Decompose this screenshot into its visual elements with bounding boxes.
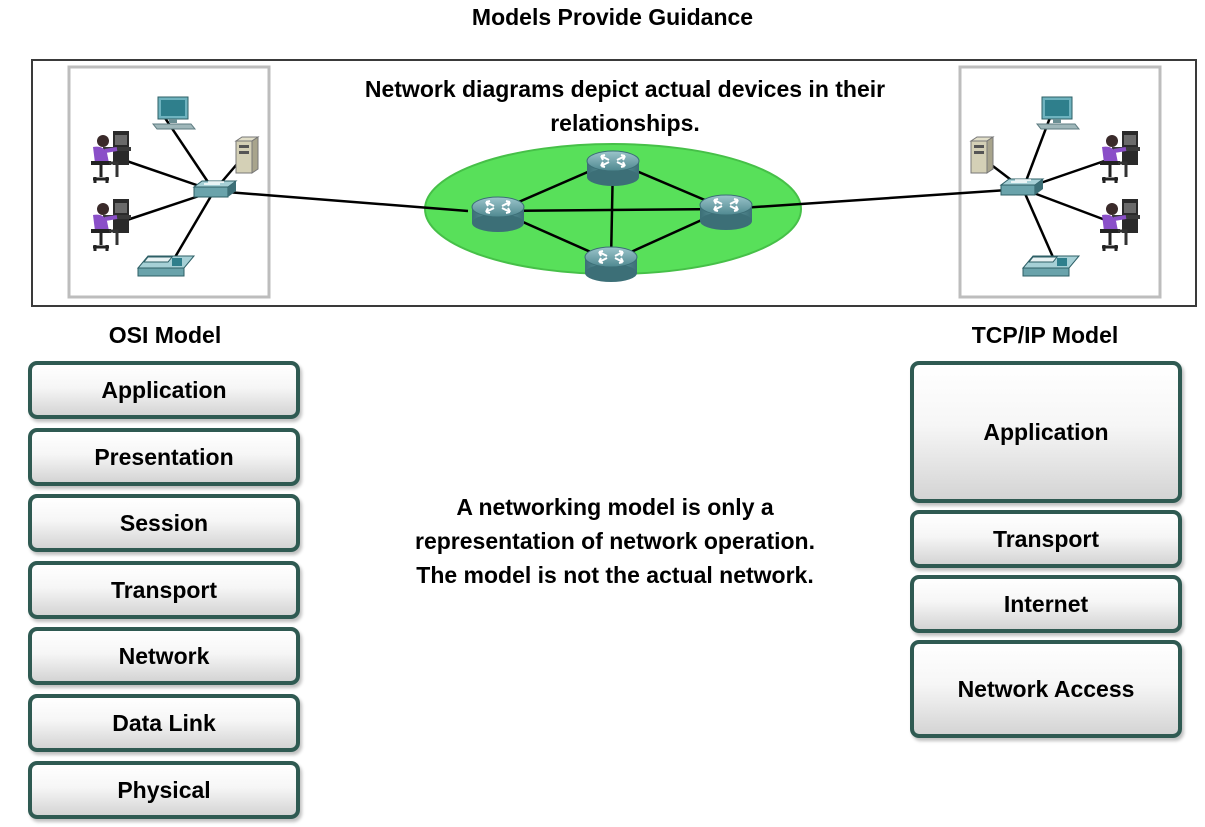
network-diagram <box>67 65 1162 299</box>
tcpip-layer-transport: Transport <box>910 510 1182 568</box>
tcpip-layer-application: Application <box>910 361 1182 503</box>
osi-layer-presentation: Presentation <box>28 428 300 486</box>
router-icon <box>584 246 638 283</box>
model-note: A networking model is only a representat… <box>415 494 815 588</box>
router-icon <box>586 150 640 187</box>
network-diagram-caption: Network diagrams depict actual devices i… <box>364 76 886 136</box>
osi-layer-transport: Transport <box>28 561 300 619</box>
osi-layer-network: Network <box>28 627 300 685</box>
server-icon <box>235 136 259 174</box>
osi-layer-session: Session <box>28 494 300 552</box>
tcpip-layer-internet: Internet <box>910 575 1182 633</box>
osi-layer-data-link: Data Link <box>28 694 300 752</box>
page-title: Models Provide Guidance <box>471 4 754 30</box>
tcpip-layer-network-access: Network Access <box>910 640 1182 738</box>
router-icon <box>699 194 753 231</box>
switch-icon <box>1000 178 1044 196</box>
tcpip-model-title: TCP/IP Model <box>971 322 1119 348</box>
osi-model-title: OSI Model <box>108 322 222 348</box>
osi-layer-application: Application <box>28 361 300 419</box>
osi-layer-physical: Physical <box>28 761 300 819</box>
router-icon <box>471 196 525 233</box>
switch-icon <box>193 180 237 198</box>
server-icon <box>970 136 994 174</box>
